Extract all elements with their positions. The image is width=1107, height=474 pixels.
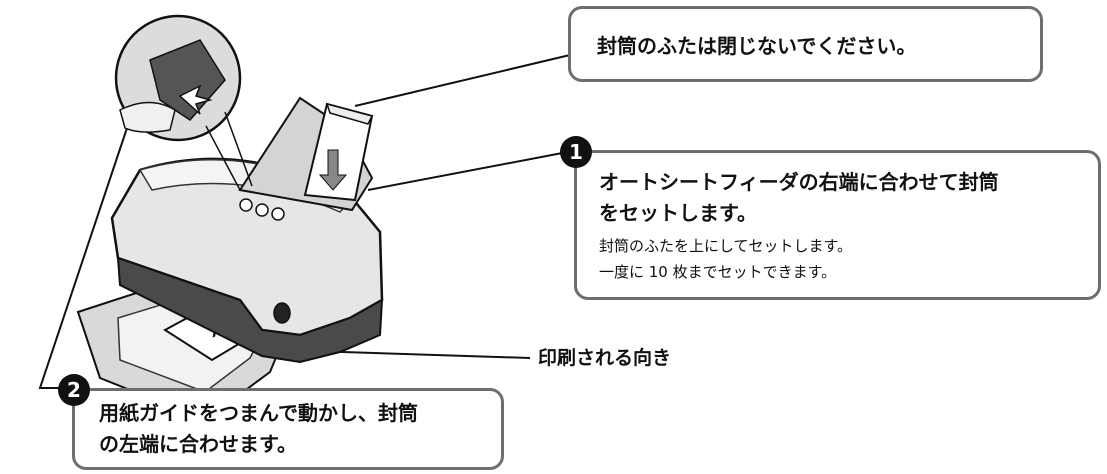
feed-direction-arrow <box>318 149 348 191</box>
printer-button-1 <box>239 198 253 212</box>
step-1-note-2: 一度に 10 枚までセットできます。 <box>599 263 837 281</box>
step-2-line-1: 用紙ガイドをつまんで動かし、封筒 <box>99 401 418 425</box>
leader-line-top <box>354 54 571 107</box>
inset-finger <box>119 101 176 133</box>
step-2-number-badge: 2 <box>58 374 90 406</box>
printer-button-2 <box>255 203 269 217</box>
envelope-flap <box>325 102 374 125</box>
inset-connector <box>205 125 241 191</box>
callout-envelope-flap-text: 封筒のふたは閉じないでください。 <box>597 34 917 58</box>
inset-connector-2 <box>224 111 253 187</box>
step-1-number-badge: 1 <box>560 136 592 168</box>
step-1-title-line-1: オートシートフィーダの右端に合わせて封筒 <box>599 170 999 194</box>
leader-line-step1 <box>367 149 579 191</box>
printer-button-3 <box>271 207 285 221</box>
inset-arrow <box>178 84 213 115</box>
print-direction-label: 印刷される向き <box>538 347 672 369</box>
printer-base <box>116 256 384 364</box>
printer-indicator <box>273 302 291 324</box>
callout-step-2: 用紙ガイドをつまんで動かし、封筒 の左端に合わせます。 <box>72 388 504 470</box>
callout-step-1: オートシートフィーダの右端に合わせて封筒 をセットします。 封筒のふたを上にして… <box>574 150 1101 300</box>
step-2-line-2: の左端に合わせます。 <box>99 432 297 456</box>
callout-envelope-flap: 封筒のふたは閉じないでください。 <box>568 6 1043 82</box>
step-1-title-line-2: をセットします。 <box>599 201 757 225</box>
step-1-note-1: 封筒のふたを上にしてセットします。 <box>599 237 853 255</box>
